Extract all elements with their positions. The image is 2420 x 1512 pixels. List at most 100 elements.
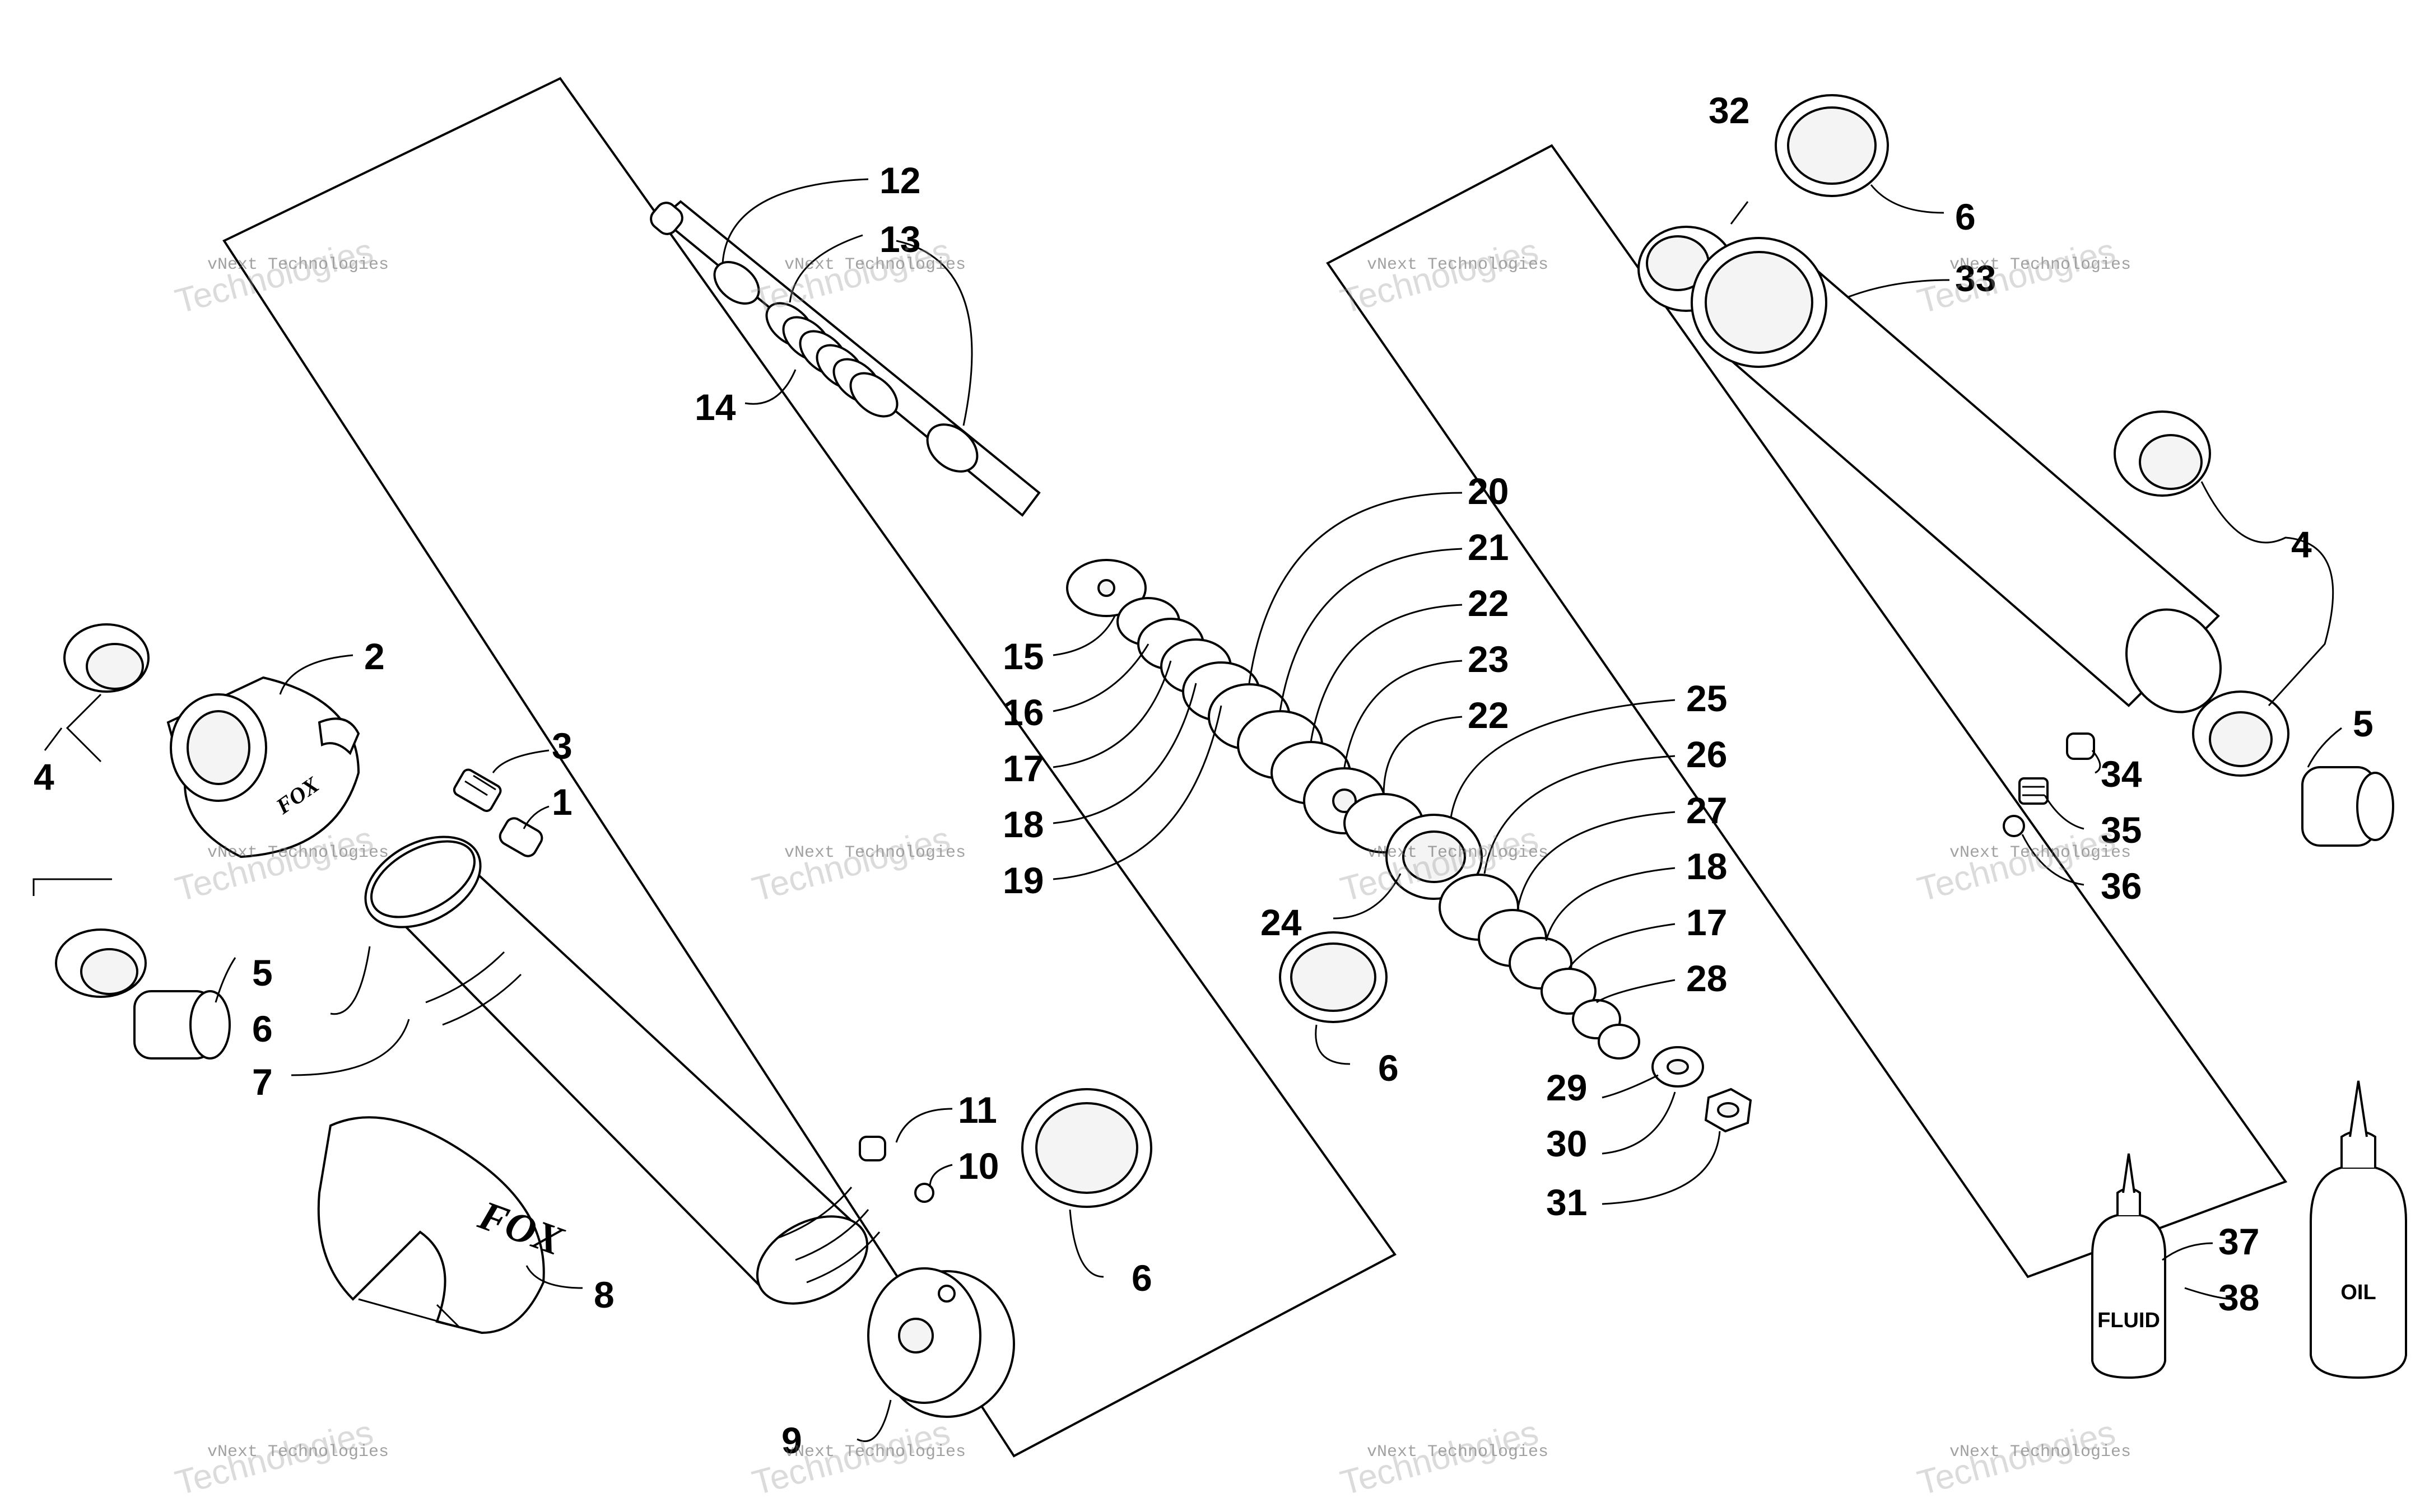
- eyelet-part-2: FOX: [166, 676, 360, 858]
- callout-29: 29: [1546, 1067, 1587, 1108]
- watermark-text: vNext Technologies: [1949, 843, 2131, 862]
- callout-28: 28: [1686, 958, 1727, 999]
- callout-13: 13: [879, 218, 920, 260]
- washer-part-30: [1651, 1046, 1704, 1088]
- part-35: [2018, 777, 2049, 805]
- schrader-core-part-11: [859, 1136, 886, 1161]
- callout-6-right: 6: [1955, 196, 1976, 237]
- callout-36: 36: [2101, 865, 2142, 907]
- reservoir-tube-part-33: [1691, 237, 2222, 713]
- callout-35: 35: [2101, 809, 2142, 851]
- part-34: [2066, 732, 2095, 760]
- watermark-text: Technologies: [748, 231, 954, 321]
- callout-27: 27: [1686, 790, 1727, 831]
- valve-cap-part-1: [499, 817, 543, 857]
- watermark-text: vNext Technologies: [1367, 1443, 1548, 1462]
- left-assembly-plane: [222, 77, 1397, 1458]
- watermark-text: Technologies: [1914, 1413, 2119, 1502]
- callout-14: 14: [695, 386, 736, 428]
- callout-18-left: 18: [1003, 804, 1044, 845]
- callout-6-bottom: 6: [1132, 1257, 1152, 1299]
- callout-9: 9: [781, 1420, 802, 1461]
- piston-part-25: [1385, 814, 1483, 900]
- callout-5-right: 5: [2353, 703, 2374, 744]
- callout-6-left: 6: [252, 1008, 273, 1049]
- callout-37: 37: [2218, 1221, 2259, 1262]
- callout-10: 10: [958, 1145, 999, 1187]
- sleeve-part-5-right: [2301, 766, 2394, 847]
- callout-21: 21: [1468, 526, 1509, 568]
- sleeve-part-5-left: [133, 990, 231, 1060]
- callout-25: 25: [1686, 678, 1727, 719]
- callout-4-left: 4: [34, 756, 54, 797]
- callout-1: 1: [552, 781, 573, 823]
- shim-stack-parts-15-23: [1066, 559, 1424, 853]
- callout-16: 16: [1003, 692, 1044, 733]
- callout-32: 32: [1709, 90, 1749, 131]
- callout-17-left: 17: [1003, 748, 1044, 789]
- callout-18-right: 18: [1686, 846, 1727, 887]
- reservoir-can-part-8: FOX: [317, 1116, 570, 1334]
- watermark-text: vNext Technologies: [784, 843, 966, 862]
- watermark-text: vNext Technologies: [784, 1443, 966, 1462]
- nut-part-31: [1704, 1088, 1752, 1133]
- watermark-text: Technologies: [171, 1413, 377, 1502]
- part-36: [2003, 815, 2025, 837]
- callout-34: 34: [2101, 753, 2142, 795]
- bushing-part-4-lower-right: [2192, 690, 2289, 777]
- watermark-text: Technologies: [1914, 231, 2119, 321]
- oil-bottle-part-38: OIL: [2310, 1080, 2407, 1379]
- callout-30: 30: [1546, 1123, 1587, 1164]
- shim-stack-parts-26-28: [1439, 874, 1640, 1060]
- callout-38: 38: [2218, 1277, 2259, 1318]
- ball-part-10: [914, 1183, 934, 1203]
- watermark-text: Technologies: [748, 1413, 954, 1502]
- callout-23: 23: [1468, 638, 1509, 680]
- seal-ring-part-6-bottom: [1021, 1088, 1152, 1208]
- watermark-text: vNext Technologies: [207, 255, 389, 274]
- callout-5-left: 5: [252, 952, 273, 993]
- callout-33: 33: [1955, 258, 1996, 299]
- watermark-text: vNext Technologies: [207, 1443, 389, 1462]
- callout-22-upper: 22: [1468, 582, 1509, 624]
- callout-17-right: 17: [1686, 902, 1727, 943]
- fluid-bottle-part-37: FLUID: [2091, 1153, 2166, 1379]
- callout-6-center: 6: [1378, 1047, 1399, 1089]
- right-assembly-plane: [1326, 144, 2288, 1278]
- callout-20: 20: [1468, 470, 1509, 512]
- watermark-text: Technologies: [748, 819, 954, 909]
- callout-2: 2: [364, 636, 385, 677]
- callout-12: 12: [879, 160, 920, 201]
- callout-8: 8: [594, 1274, 615, 1315]
- valve-part-3: [453, 768, 502, 812]
- seal-ring-part-6-right: [1775, 94, 1889, 197]
- callout-15: 15: [1003, 636, 1044, 677]
- callout-26: 26: [1686, 734, 1727, 775]
- oil-label: OIL: [2340, 1281, 2376, 1304]
- watermark-text: vNext Technologies: [1949, 255, 2131, 274]
- watermark-text: vNext Technologies: [784, 255, 966, 274]
- spring-part-14: [765, 302, 899, 418]
- callout-11: 11: [958, 1089, 997, 1131]
- callout-7: 7: [252, 1061, 273, 1103]
- callout-24: 24: [1260, 902, 1302, 943]
- callout-19: 19: [1003, 860, 1044, 901]
- callout-22-lower: 22: [1468, 694, 1509, 736]
- watermark-text: vNext Technologies: [207, 843, 389, 862]
- callout-numbers: 12 13 14 2 3 1 4 5 6 7 8 11 10 6 9 15 16…: [34, 90, 2374, 1461]
- watermark-text: vNext Technologies: [1367, 255, 1548, 274]
- watermark-text: vNext Technologies: [1367, 843, 1548, 862]
- watermark-text: Technologies: [171, 231, 377, 321]
- callout-3: 3: [552, 725, 573, 767]
- fluid-label: FLUID: [2097, 1309, 2160, 1332]
- watermark-text: Technologies: [1337, 1413, 1542, 1502]
- watermark-text: Technologies: [1337, 231, 1542, 321]
- bushing-part-4-lower-left: [55, 928, 147, 998]
- bushing-part-4-upper-right: [2114, 410, 2211, 497]
- piston-ring-part-24: [1279, 931, 1388, 1023]
- bushing-part-4-upper-left: [63, 623, 150, 693]
- callout-4-right: 4: [2291, 524, 2312, 565]
- leader-lines: [32, 178, 2342, 1443]
- end-cap-part-9: [867, 1267, 1015, 1418]
